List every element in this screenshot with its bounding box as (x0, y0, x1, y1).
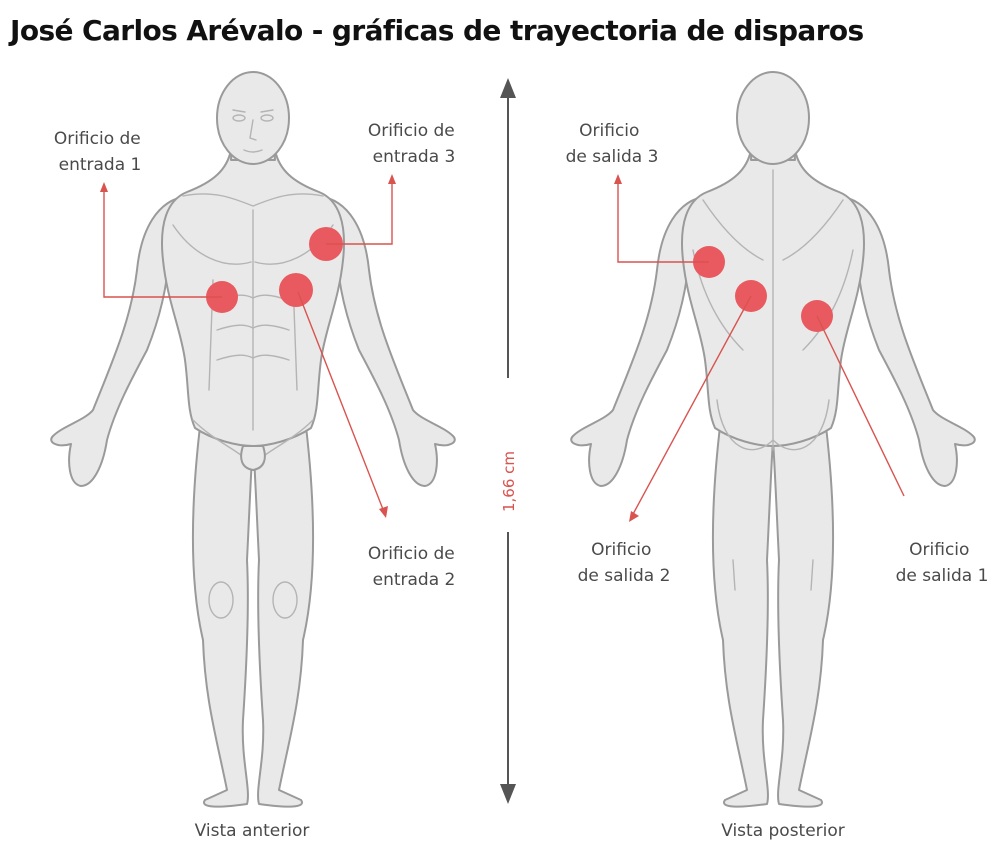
caption-posterior: Vista posterior (721, 821, 845, 841)
page-title: José Carlos Arévalo - gráficas de trayec… (10, 14, 864, 47)
leader-lines (100, 174, 905, 522)
label-entrada-3: Orificio de entrada 3 (368, 121, 460, 167)
caption-anterior: Vista anterior (195, 821, 310, 841)
label-entrada-1: Orificio de entrada 1 (54, 129, 146, 175)
anterior-figure (50, 71, 456, 808)
label-salida-3: Orificio de salida 3 (566, 121, 659, 167)
height-label: 1,66 cm (500, 451, 518, 512)
wound-entrada-2 (279, 273, 313, 307)
label-salida-1: Orificio de salida 1 (896, 540, 989, 586)
posterior-figure (570, 71, 976, 808)
label-entrada-2: Orificio de entrada 2 (368, 544, 460, 590)
height-dimension: 1,66 cm (500, 78, 518, 804)
label-salida-2: Orificio de salida 2 (578, 540, 671, 586)
